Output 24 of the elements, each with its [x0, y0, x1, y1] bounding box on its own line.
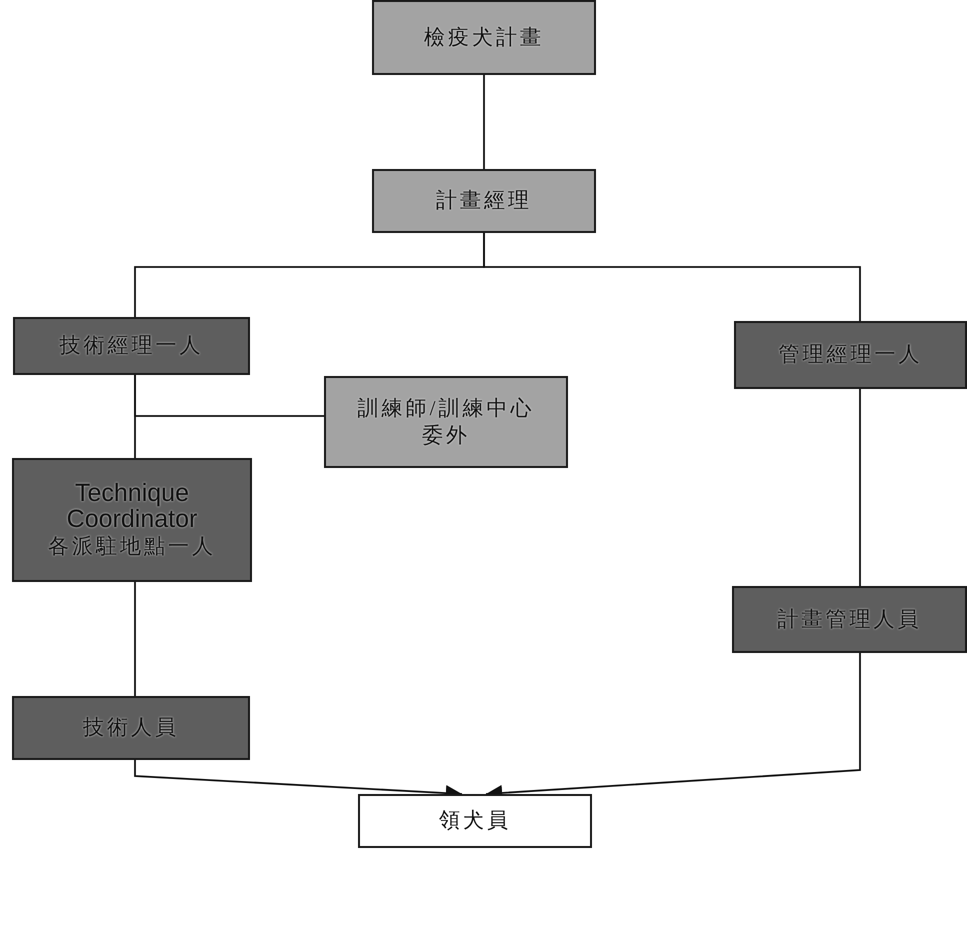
- org-box: [12, 458, 252, 582]
- org-box: [372, 0, 596, 75]
- node-label: 各派駐地點一人: [48, 532, 216, 560]
- node-label: Technique Coordinator: [66, 480, 198, 533]
- org-box: [13, 317, 250, 375]
- node-label: 管理經理一人: [778, 341, 922, 368]
- node-label: 訓練師/訓練中心委外: [356, 394, 536, 449]
- node-label: 技術人員: [83, 714, 179, 742]
- node-label: 領犬員: [439, 807, 511, 834]
- org-box: [324, 376, 568, 468]
- node-label: 檢疫犬計畫: [424, 24, 544, 51]
- connector-line: [859, 389, 861, 586]
- connector-line: [483, 233, 861, 321]
- org-box: [372, 169, 596, 233]
- connector-line: [134, 375, 136, 458]
- connector-line: [134, 582, 136, 696]
- node-label: 計畫管理人員: [778, 606, 922, 633]
- org-box: [358, 794, 592, 848]
- connector-line: [483, 75, 485, 169]
- node-label: 計畫經理: [436, 187, 532, 214]
- org-box: [732, 586, 967, 653]
- node-label: 技術經理一人: [60, 332, 204, 360]
- org-box: [734, 321, 967, 389]
- org-box: [12, 696, 250, 760]
